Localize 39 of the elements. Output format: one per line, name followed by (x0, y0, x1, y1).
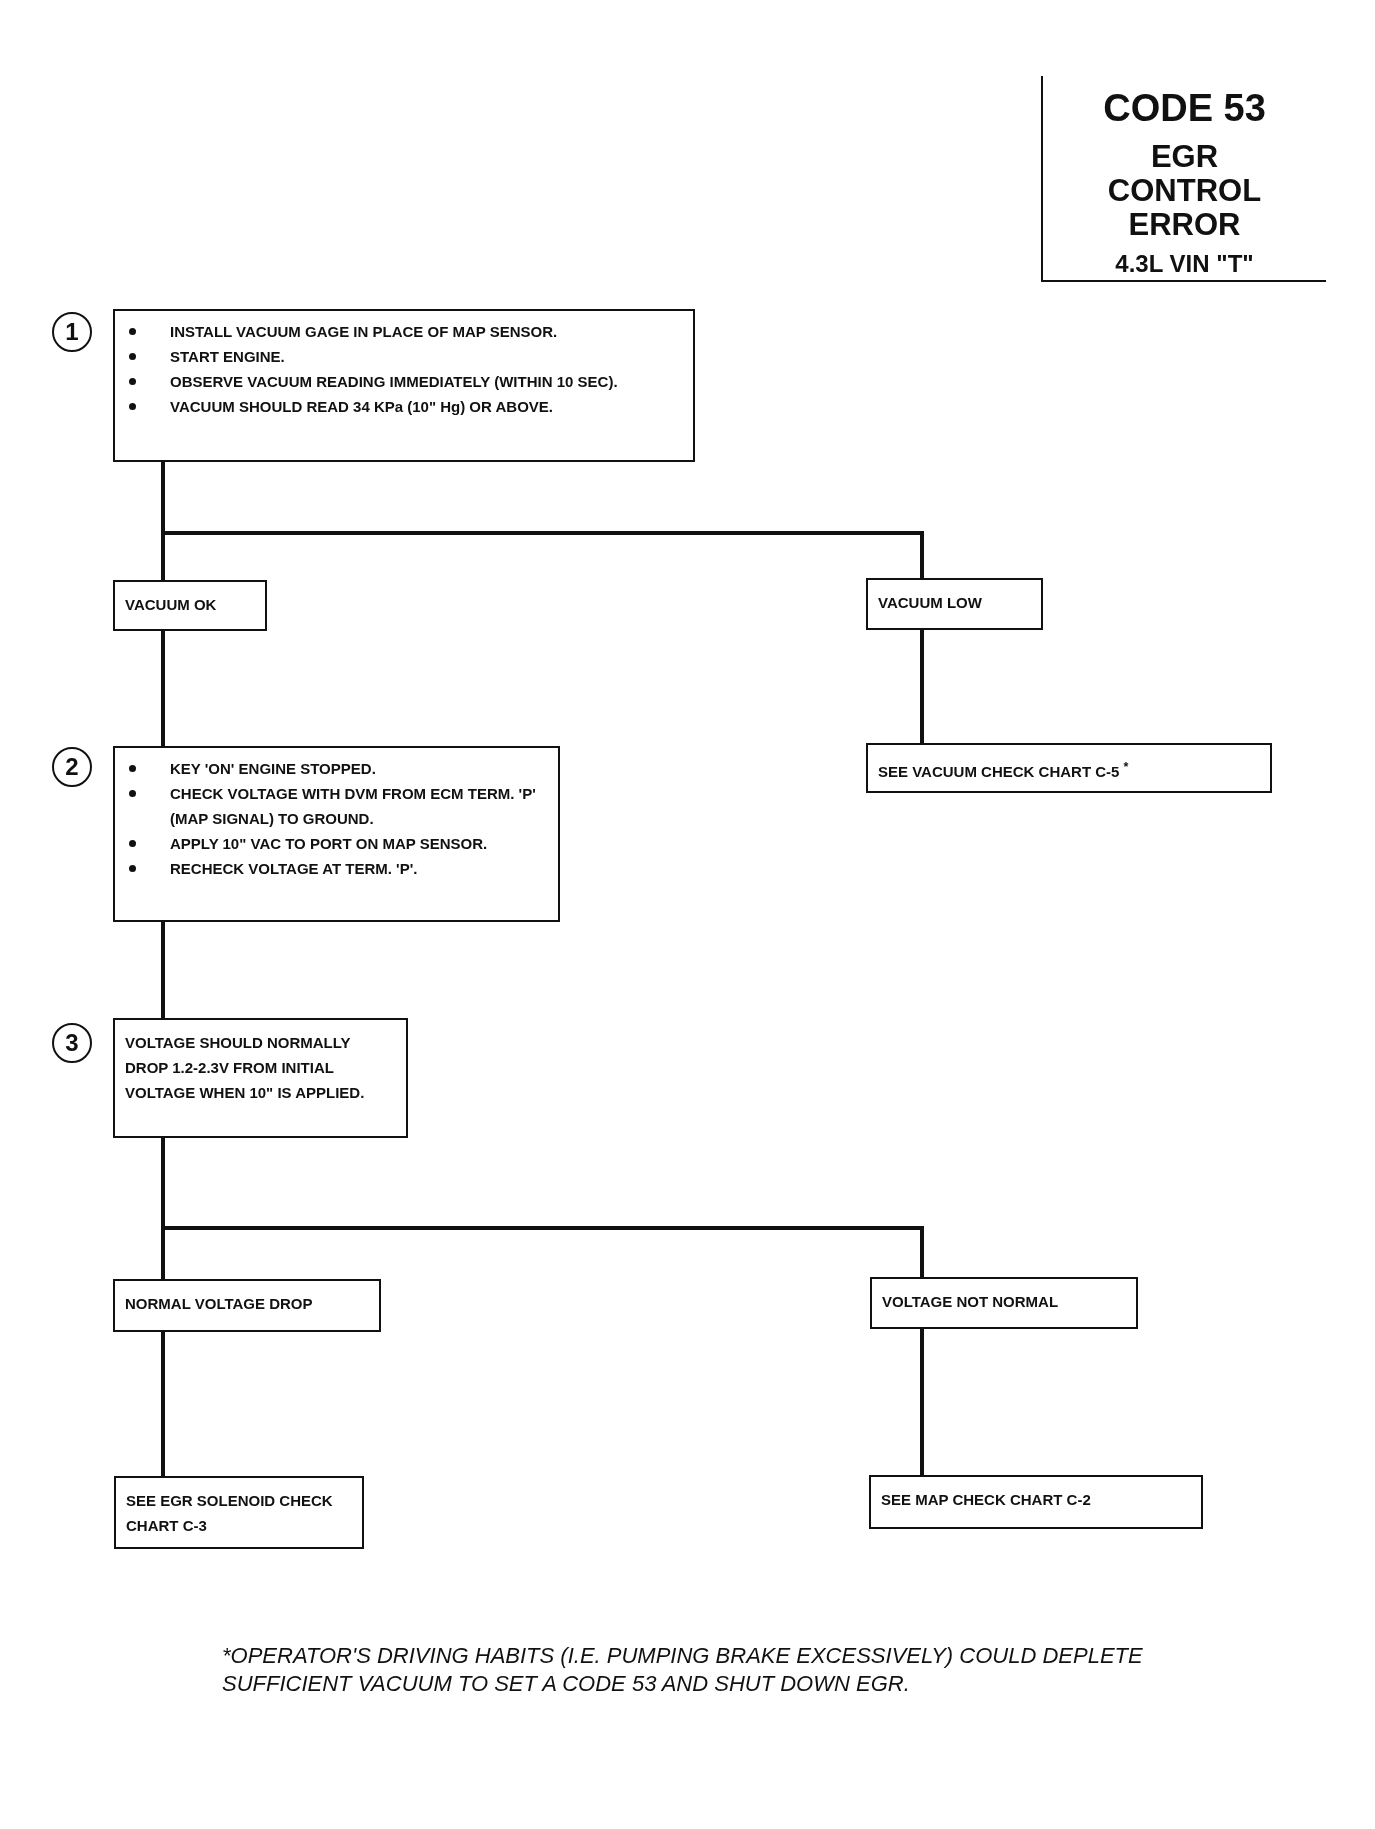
connector-line (920, 1329, 924, 1475)
process-box (113, 580, 267, 631)
process-box (114, 1476, 364, 1549)
footnote: *OPERATOR'S DRIVING HABITS (I.E. PUMPING BRAKE EXCESSIVELY) COULD DEPLETE SUFFICIENT VACUUM TO SET A CODE 53 AND SHUT DOWN EGR. (222, 1642, 1144, 1698)
box-text: VOLTAGE NOT NORMAL (882, 1293, 1059, 1310)
step-text: APPLY 10" VAC TO PORT ON MAP SENSOR. (170, 834, 488, 854)
title-text: EGR CONTROL ERROR (1106, 140, 1263, 242)
connector-line (161, 1332, 165, 1476)
process-box (870, 1277, 1138, 1329)
step-text: CHECK VOLTAGE WITH DVM FROM ECM TERM. 'P' (MAP SIGNAL) TO GROUND. (170, 784, 537, 829)
box-text: NORMAL VOLTAGE DROP (125, 1295, 313, 1312)
title-text: 4.3L VIN "T" (1114, 249, 1255, 279)
step-text: INSTALL VACUUM GAGE IN PLACE OF MAP SENSOR. (170, 322, 558, 342)
title-text: CODE 53 (1102, 86, 1267, 130)
process-box (113, 1279, 381, 1332)
process-box (113, 1018, 408, 1138)
step-text: VACUUM SHOULD READ 34 KPa (10" Hg) OR ABOVE. (170, 397, 553, 417)
step-box (113, 746, 560, 922)
box-text: SEE EGR SOLENOID CHECK CHART C-3 (126, 1492, 333, 1534)
process-box (866, 578, 1043, 630)
step-number: 1 (52, 312, 92, 352)
box-text: VACUUM LOW (878, 594, 982, 611)
step-box (113, 309, 695, 462)
process-box (869, 1475, 1203, 1529)
step-text: KEY 'ON' ENGINE STOPPED. (170, 759, 376, 779)
step-text: START ENGINE. (170, 347, 285, 367)
box-text: SEE VACUUM CHECK CHART C-5 $^{*}$ (878, 763, 1129, 780)
connector-line (161, 922, 165, 1018)
step-number: 2 (52, 747, 92, 787)
connector-line (161, 631, 165, 746)
process-box (866, 743, 1272, 793)
box-text: SEE MAP CHECK CHART C-2 (881, 1491, 1091, 1508)
step-text: RECHECK VOLTAGE AT TERM. 'P'. (170, 859, 418, 879)
box-text: VACUUM OK (125, 596, 217, 613)
title-panel (1041, 76, 1326, 282)
step-text: OBSERVE VACUUM READING IMMEDIATELY (WITHIN 10 SEC). (170, 372, 618, 392)
step-number: 3 (52, 1023, 92, 1063)
box-text: VOLTAGE SHOULD NORMALLY DROP 1.2-2.3V FROM INITIAL VOLTAGE WHEN 10" IS APPLIED. (125, 1034, 365, 1101)
connector-line (920, 630, 924, 743)
